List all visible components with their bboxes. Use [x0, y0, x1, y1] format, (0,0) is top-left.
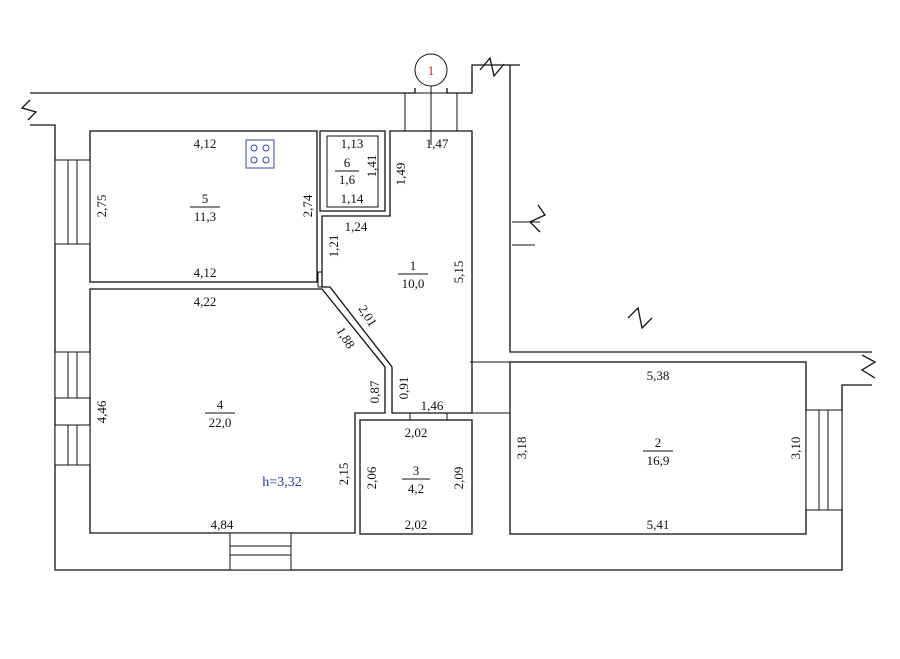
room-6-area: 1,6 — [339, 172, 356, 187]
dim-r4-top: 4,22 — [194, 294, 217, 309]
room-4: 4 22,0 4,22 1,88 4,46 0,87 2,15 4,84 h=3… — [89, 288, 386, 534]
room-5: 5 11,3 4,12 4,12 2,75 2,74 — [89, 130, 318, 283]
room-1-area: 10,0 — [402, 276, 425, 291]
dim-r1-bottom: 1,46 — [421, 398, 444, 413]
dim-r1-step: 1,24 — [345, 219, 368, 234]
dim-r4-left: 4,46 — [94, 400, 109, 423]
dim-r4-bottom: 4,84 — [211, 517, 234, 532]
outer-walls — [20, 56, 877, 571]
room-4-area: 22,0 — [209, 415, 232, 430]
room-2-area: 16,9 — [647, 453, 670, 468]
room-6: 1,13 6 1,6 1,41 1,14 — [319, 130, 386, 212]
dim-r1-right: 5,15 — [451, 261, 466, 284]
dim-r3-left: 2,06 — [364, 466, 379, 489]
window-left-lower — [54, 351, 91, 466]
room-3: 2,02 3 4,2 2,06 2,09 2,02 — [359, 413, 473, 535]
dim-r6-top: 1,13 — [341, 136, 364, 151]
dim-r3-right: 2,09 — [451, 467, 466, 490]
room-1-number: 1 — [410, 258, 417, 273]
window-left-upper — [54, 159, 91, 245]
dim-r5-bottom: 4,12 — [194, 265, 217, 280]
dim-r5-top: 4,12 — [194, 136, 217, 151]
room-5-number: 5 — [202, 191, 209, 206]
window-bottom — [229, 532, 292, 571]
window-right — [805, 409, 843, 511]
room-5-area: 11,3 — [194, 209, 216, 224]
room-3-number: 3 — [413, 463, 420, 478]
room-2: 5,38 2 16,9 3,18 3,10 5,41 — [472, 361, 807, 535]
stove-icon — [245, 139, 275, 169]
dim-r4-right-upper: 0,87 — [367, 380, 382, 403]
dim-r2-top: 5,38 — [647, 368, 670, 383]
room-6-number: 6 — [344, 155, 351, 170]
dim-r1-upper-left: 1,49 — [393, 163, 408, 186]
ceiling-height: h=3,32 — [262, 475, 301, 490]
room-3-area: 4,2 — [408, 481, 424, 496]
dim-r1-top: 1,47 — [426, 136, 449, 151]
room-1: 1 10,0 1,47 1,49 1,24 1,21 5,15 2,01 0,9… — [317, 130, 473, 414]
dim-r3-bottom: 2,02 — [405, 517, 428, 532]
dim-r4-diag: 1,88 — [333, 324, 358, 351]
dim-r5-right: 2,74 — [300, 194, 315, 217]
dim-r4-right-lower: 2,15 — [336, 463, 351, 486]
dim-r2-left: 3,18 — [514, 437, 529, 460]
axis-marker: 1 — [414, 53, 448, 145]
dim-r6-bottom: 1,14 — [341, 191, 364, 206]
dim-r1-left: 1,21 — [326, 235, 341, 258]
room-2-number: 2 — [655, 435, 662, 450]
dim-r1-lower-left: 0,91 — [396, 377, 411, 400]
dim-r2-right: 3,10 — [788, 437, 803, 460]
room-4-number: 4 — [217, 397, 224, 412]
dim-r2-bottom: 5,41 — [647, 517, 670, 532]
dim-r3-top: 2,02 — [405, 425, 428, 440]
dim-r6-right: 1,41 — [364, 155, 379, 178]
axis-marker-label: 1 — [428, 63, 435, 78]
dim-r5-left: 2,75 — [94, 195, 109, 218]
